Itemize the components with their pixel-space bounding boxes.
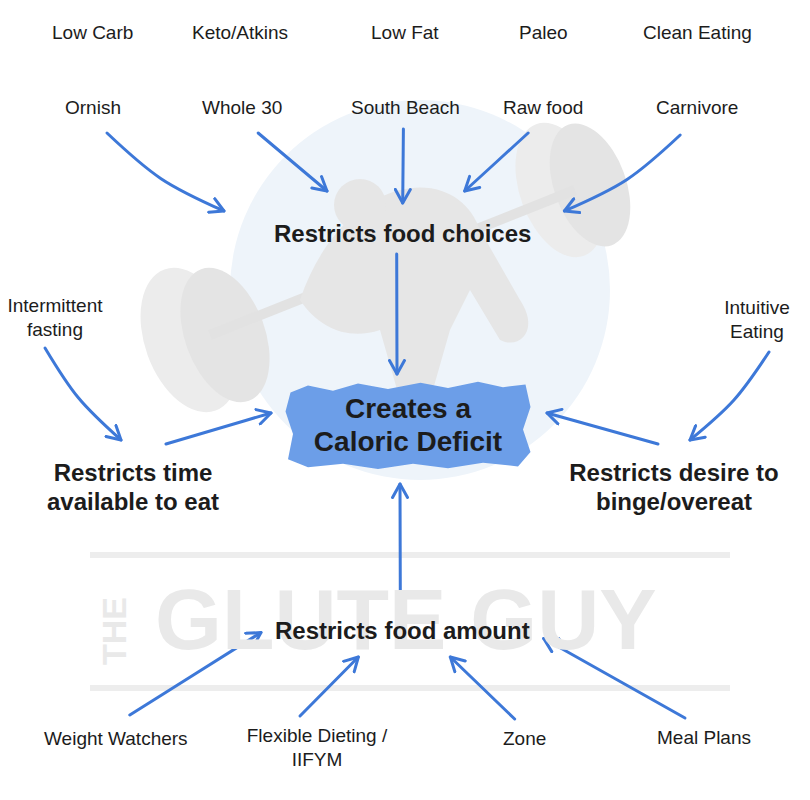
node-text: Restricts food choices <box>274 219 531 248</box>
arrow-connector <box>547 413 658 444</box>
node-text: Paleo <box>519 21 568 44</box>
barbell-plates <box>122 111 646 426</box>
node-text: Intuitive Eating <box>712 296 802 344</box>
node-text: Keto/Atkins <box>192 21 288 44</box>
diet-name: Flexible Dieting / IIFYM <box>232 724 402 772</box>
watermark-rule <box>90 552 730 558</box>
arrow-connector <box>45 348 121 440</box>
arrow-connector <box>465 133 528 191</box>
node-text: Restricts desire to binge/overeat <box>554 458 794 516</box>
node-text: Creates a Caloric Deficit <box>307 392 509 458</box>
diet-name: Raw food <box>503 96 583 119</box>
arrow-connector <box>107 133 224 211</box>
node-text: Flexible Dieting / IIFYM <box>232 724 402 772</box>
outcome-box: Creates a Caloric Deficit <box>283 380 533 470</box>
node-text: Whole 30 <box>202 96 282 119</box>
node-text: Carnivore <box>656 96 738 119</box>
arrow-connector <box>395 254 398 374</box>
arrow-connector <box>166 413 271 444</box>
node-text: Ornish <box>65 96 121 119</box>
mechanism-heading: Restricts desire to binge/overeat <box>554 458 794 516</box>
diet-name: Whole 30 <box>202 96 282 119</box>
athlete-silhouette <box>300 187 528 400</box>
node-text: Restricts food amount <box>275 616 530 645</box>
mechanism-heading: Restricts time available to eat <box>28 458 238 516</box>
diet-name: Ornish <box>65 96 121 119</box>
diet-name: South Beach <box>351 96 460 119</box>
arrow-connector <box>258 133 327 191</box>
diet-name: Low Carb <box>52 21 133 44</box>
diet-name: Intermittent fasting <box>0 294 110 342</box>
diet-name: Meal Plans <box>657 726 751 749</box>
node-text: Raw food <box>503 96 583 119</box>
node-text: Restricts time available to eat <box>28 458 238 516</box>
diet-name: Clean Eating <box>643 21 752 44</box>
diet-name: Weight Watchers <box>44 727 188 750</box>
diet-name: Low Fat <box>371 21 439 44</box>
diet-name: Zone <box>503 727 546 750</box>
node-text: South Beach <box>351 96 460 119</box>
node-text: Weight Watchers <box>44 727 188 750</box>
mechanism-heading: Restricts food choices <box>274 219 531 248</box>
arrow-connector <box>401 129 405 203</box>
arrow-connector <box>690 352 769 440</box>
node-text: Meal Plans <box>657 726 751 749</box>
node-text: Clean Eating <box>643 21 752 44</box>
node-text: Low Fat <box>371 21 439 44</box>
arrow-connector <box>564 135 680 211</box>
diet-name: Intuitive Eating <box>712 296 802 344</box>
diet-name: Keto/Atkins <box>192 21 288 44</box>
watermark-text: THE <box>95 597 134 665</box>
node-text: Low Carb <box>52 21 133 44</box>
node-text: Zone <box>503 727 546 750</box>
diet-name: Paleo <box>519 21 568 44</box>
mechanism-heading: Restricts food amount <box>275 616 530 645</box>
node-text: Intermittent fasting <box>0 294 110 342</box>
diet-name: Carnivore <box>656 96 738 119</box>
